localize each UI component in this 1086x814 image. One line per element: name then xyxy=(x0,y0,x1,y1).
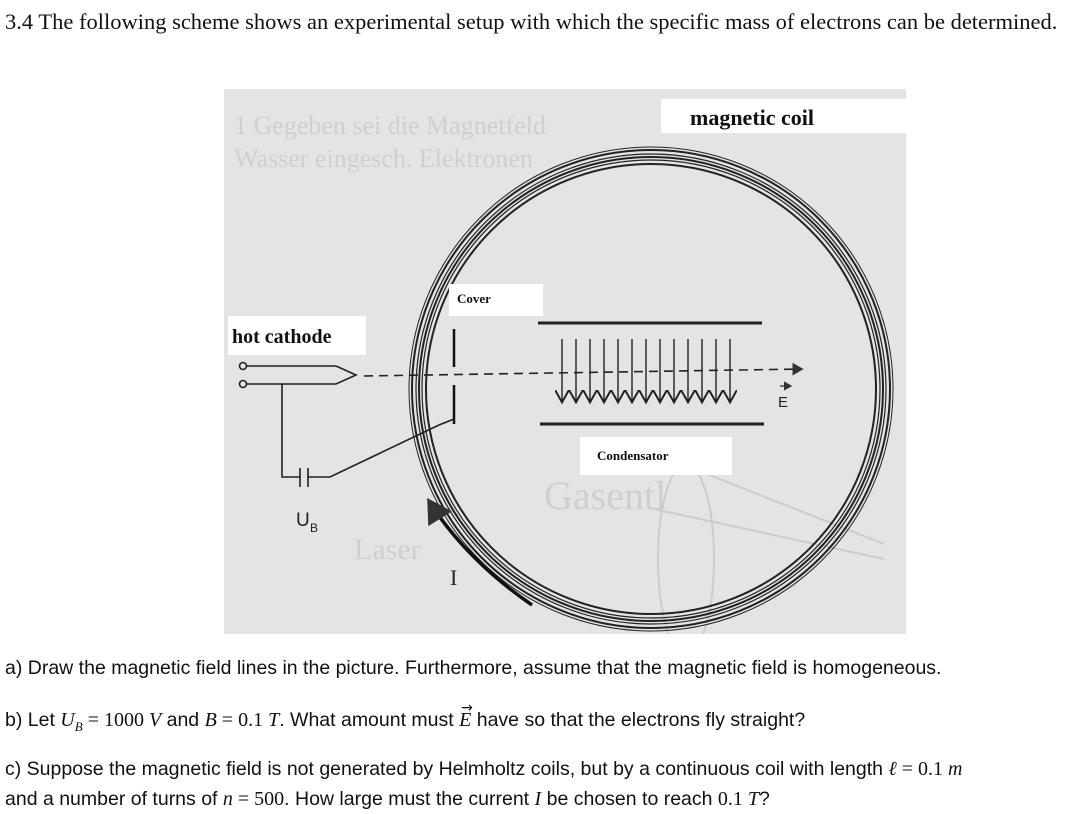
question-b-mid: . What amount must xyxy=(279,709,460,731)
ub-value: = 1000 xyxy=(82,709,149,731)
target-value: 0.1 xyxy=(717,788,748,810)
current-variable: I xyxy=(534,788,542,810)
svg-text:Laser: Laser xyxy=(354,533,421,566)
question-c-prefix: c) Suppose the magnetic field is not gen… xyxy=(5,758,889,780)
length-value: = 0.1 xyxy=(896,758,949,780)
electron-beam xyxy=(363,362,804,377)
unit-volt: V xyxy=(148,709,162,731)
cover-label-box: Cover xyxy=(449,284,543,316)
condensator-label-box: Condensator xyxy=(580,437,732,475)
ub-subscript: B xyxy=(74,718,83,734)
cover-label: Cover xyxy=(457,291,491,306)
magnetic-coil-rings xyxy=(408,146,894,632)
svg-text:Gasentl: Gasentl xyxy=(544,473,666,518)
unit-tesla: T xyxy=(268,709,280,731)
b-value: = 0.1 xyxy=(216,709,269,731)
unit-meter: m xyxy=(948,758,963,780)
field-symbol-text: E xyxy=(778,394,788,411)
experiment-figure: 1 Gegeben sei die Magnetfeld Wasser eing… xyxy=(224,89,906,634)
question-a: a) Draw the magnetic field lines in the … xyxy=(5,657,941,680)
acceleration-circuit xyxy=(281,384,455,487)
turns-variable: n xyxy=(222,788,233,810)
voltage-symbol-text: U xyxy=(296,510,310,531)
question-b-prefix: b) Let xyxy=(5,709,61,731)
target-unit: T xyxy=(747,788,760,810)
magnetic-coil-label: magnetic coil xyxy=(690,105,815,130)
question-c-line2: and a number of turns of n = 500. How la… xyxy=(5,788,770,811)
svg-text:Wasser eingesch. Elektronen: Wasser eingesch. Elektronen xyxy=(234,144,533,173)
current-direction-arrow xyxy=(427,498,533,607)
length-variable: ℓ xyxy=(888,758,897,780)
background-ghost-text: 1 Gegeben sei die Magnetfeld Wasser eing… xyxy=(234,111,666,566)
question-c-line1: c) Suppose the magnetic field is not gen… xyxy=(5,758,963,781)
intro-text: 3.4 The following scheme shows an experi… xyxy=(5,9,1058,34)
electric-field-arrows xyxy=(562,339,730,401)
b-variable: B xyxy=(204,709,217,731)
question-c-line2-prefix: and a number of turns of xyxy=(5,788,223,810)
current-symbol-text: I xyxy=(450,565,457,590)
vector-arrow-icon: → xyxy=(461,700,473,716)
magnetic-coil-label-box: magnetic coil xyxy=(661,99,906,133)
turns-value: = 500 xyxy=(232,788,285,810)
setup-diagram: 1 Gegeben sei die Magnetfeld Wasser eing… xyxy=(234,111,894,634)
voltage-subscript-text: B xyxy=(310,521,318,535)
question-c-end: ? xyxy=(759,788,770,810)
condensator-label: Condensator xyxy=(597,448,669,463)
e-variable: E xyxy=(459,709,472,731)
e-vector: →E xyxy=(459,700,473,732)
hot-cathode xyxy=(238,361,358,389)
field-label: E xyxy=(778,381,793,411)
hot-cathode-label: hot cathode xyxy=(232,326,332,348)
problem-intro: 3.4 The following scheme shows an experi… xyxy=(5,4,1085,39)
question-c-mid: . How large must the current xyxy=(284,788,535,810)
question-b-suffix: have so that the electrons fly straight? xyxy=(471,709,806,731)
hot-cathode-label-box: hot cathode xyxy=(228,316,366,355)
question-c-mid2: be chosen to reach xyxy=(541,788,718,810)
background-ghost-lens xyxy=(653,463,885,634)
question-b: b) Let UB = 1000 V and B = 0.1 T. What a… xyxy=(5,700,806,736)
voltage-label: U B xyxy=(296,510,318,535)
question-b-and: and xyxy=(161,709,205,731)
ub-variable: U xyxy=(60,709,75,731)
question-a-text: a) Draw the magnetic field lines in the … xyxy=(5,657,942,679)
svg-text:1 Gegeben sei die Magnetfeld: 1 Gegeben sei die Magnetfeld xyxy=(234,111,546,140)
